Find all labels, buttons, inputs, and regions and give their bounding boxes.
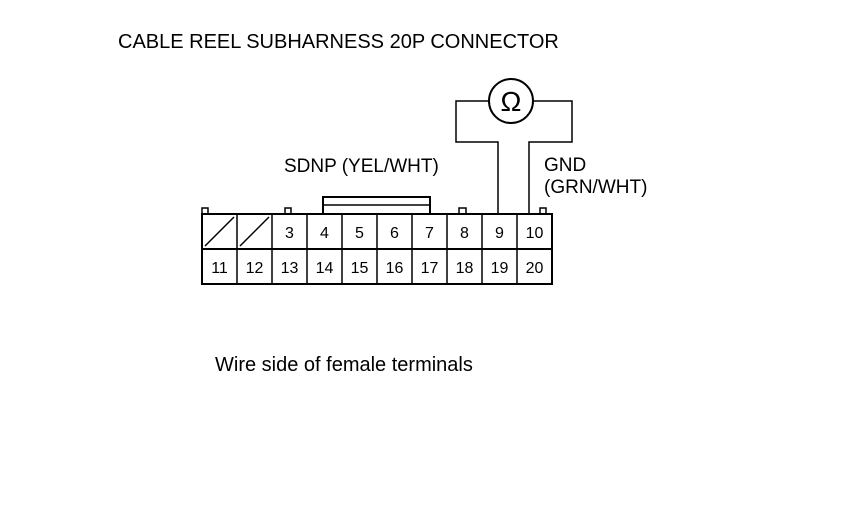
- pin-number: 19: [491, 260, 509, 277]
- connector-cell-dividers: [236, 214, 518, 284]
- diagram-caption: Wire side of female terminals: [215, 354, 473, 376]
- pin-number: 6: [390, 225, 399, 242]
- pin-number: 12: [246, 260, 264, 277]
- ohmmeter-icon: Ω: [488, 78, 534, 124]
- pin-number: 5: [355, 225, 364, 242]
- pin-number: 20: [526, 260, 544, 277]
- sdnp-wire-label: SDNP (YEL/WHT): [284, 156, 439, 177]
- pin-number: 4: [320, 225, 329, 242]
- pin-number: 9: [495, 225, 504, 242]
- meter-leads: [455, 100, 573, 214]
- pin-number: 15: [351, 260, 369, 277]
- pin-number: 11: [211, 260, 228, 277]
- pin-number: 18: [456, 260, 474, 277]
- ohm-symbol: Ω: [501, 86, 522, 117]
- pin-number: 16: [386, 260, 404, 277]
- gnd-wire-color-label: (GRN/WHT): [544, 177, 647, 198]
- gnd-wire-label: GND: [544, 155, 586, 176]
- pin-number: 14: [316, 260, 334, 277]
- pin-number: 3: [285, 225, 294, 242]
- diagram-title: CABLE REEL SUBHARNESS 20P CONNECTOR: [118, 31, 559, 53]
- pin-number: 8: [460, 225, 469, 242]
- unused-cavity-marks: [204, 216, 270, 247]
- bottom-row-pin-numbers: 11 12 13 14 15 16 17 18 19 20: [211, 260, 543, 277]
- top-row-pin-numbers: 3 4 5 6 7 8 9 10: [285, 225, 543, 242]
- pin-number: 7: [425, 225, 434, 242]
- pin-number: 17: [421, 260, 439, 277]
- pin-number: 10: [526, 225, 544, 242]
- pin-number: 13: [281, 260, 299, 277]
